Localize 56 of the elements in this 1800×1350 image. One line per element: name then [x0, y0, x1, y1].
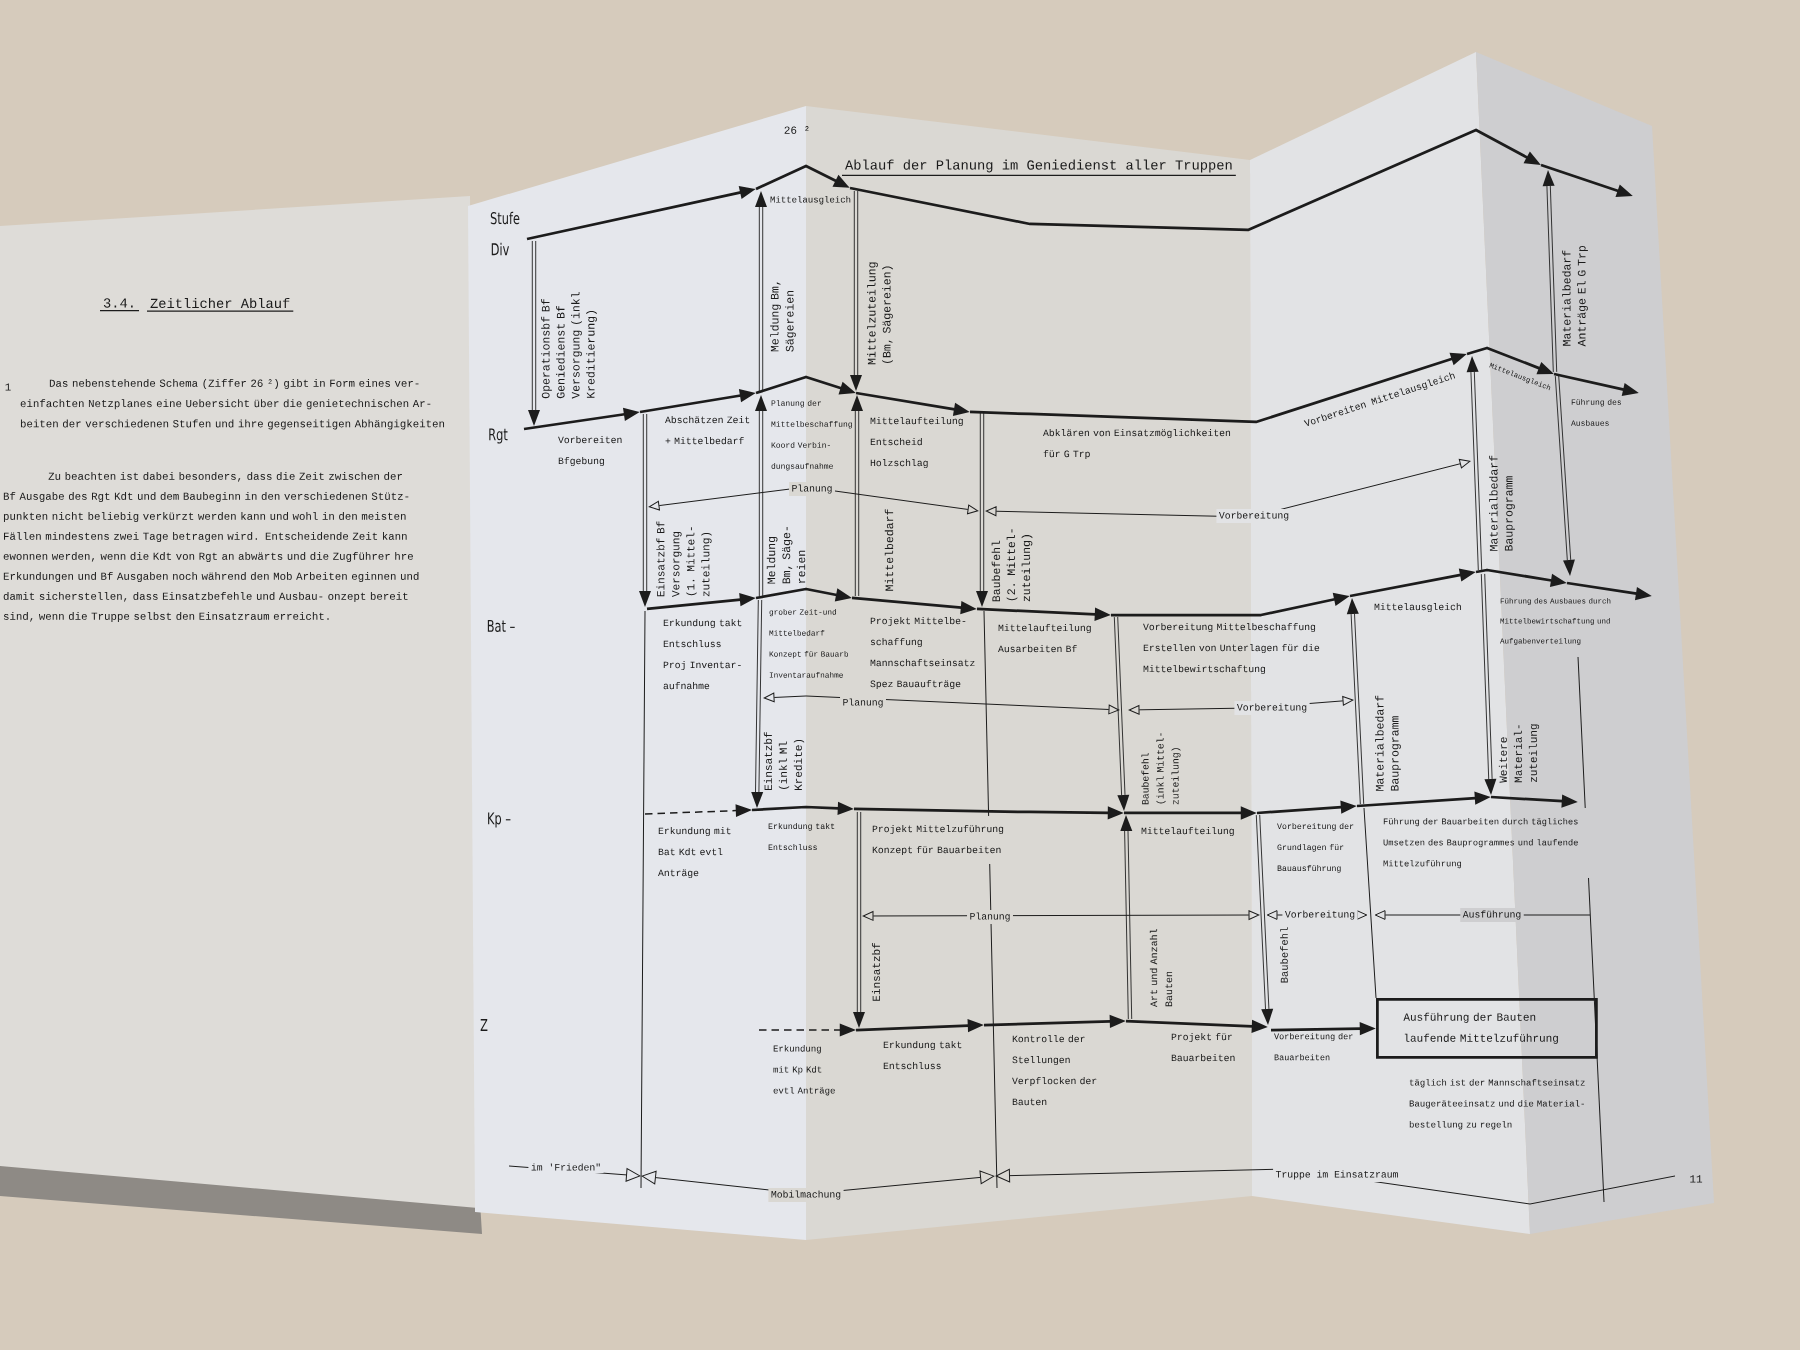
- message-label: Materialbedarf Bauprogramm: [1375, 695, 1401, 791]
- activity-label: Projekt Mittelzuführung Konzept für Bauarbeiten: [872, 825, 1004, 856]
- activity-label: Erkundung takt Entschluss: [768, 823, 835, 851]
- message-label: Mittelbedarf: [884, 509, 894, 591]
- message-label: Einsatzbf: [871, 943, 881, 1001]
- level-label: Z: [480, 1019, 488, 1031]
- activity-label: Mittelausgleich: [1374, 603, 1461, 613]
- page-number: 11: [1690, 1175, 1703, 1183]
- level-label: Bat –: [487, 619, 515, 633]
- message-label: Mittelzuteilung (Bm, Sägereien): [867, 262, 893, 365]
- activity-label: Planung der Mittelbeschaffung Koord Verbin- dungsaufnahme: [771, 400, 852, 471]
- activity-label: Führung der Bauarbeiten durch tägliches Umsetzen des Bauprogrammes und laufende Mittelzuführung: [1383, 818, 1578, 869]
- level-label: Stufe: [490, 211, 520, 225]
- activity-label: Projekt Mittelbe- schaffung Mannschaftseinsatz Spez Bauaufträge: [870, 617, 975, 690]
- message-label: Operationsbf Bf Geniedienst Bf Versorgung (inkl Kreditierung): [541, 292, 597, 399]
- level-label: Kp –: [488, 812, 511, 828]
- activity-label: Vorbereitung der Bauarbeiten: [1274, 1033, 1353, 1061]
- message-label: Materialbedarf Bauprogramm: [1489, 455, 1515, 551]
- activity-label: Kontrolle der Stellungen Verpflocken der Bauten: [1012, 1035, 1097, 1106]
- activity-label: Erkundung mit Bat Kdt evtl Anträge: [658, 827, 731, 879]
- message-label: Einsatzbf (inkl Ml Kredite): [763, 732, 805, 790]
- activity-label: Mittelaufteilung: [1141, 827, 1234, 837]
- activity-label: Erkundung mit Kp Kdt evtl Anträge: [773, 1044, 835, 1096]
- activity-label: Vorbereiten Bfgebung: [558, 436, 622, 467]
- activity-label: Projekt für Bauarbeiten: [1171, 1033, 1235, 1062]
- activity-label: Mittelausgleich: [770, 195, 851, 205]
- message-label: Einsatzbf Bf Versorgung (1. Mittel- zuteilung): [656, 521, 712, 597]
- level-label: Div: [491, 242, 509, 256]
- activity-label: Mittelaufteilung Entscheid Holzschlag: [870, 417, 963, 469]
- paragraph: Das nebenstehende Schema (Ziffer 26 ²) gibt in Form eines ver- einfachten Netzplanes eine Uebersicht über die genietechnischen Ar- beiten der verschiedenen Stufen und ihre gegenseitigen Abhängigkeiten: [20, 379, 444, 430]
- activity-label: Vorbereitung Mittelbeschaffung Erstellen von Unterlagen für die Mittelbewirtschaftung: [1143, 623, 1320, 675]
- section-heading: Zeitlicher Ablauf: [146, 297, 294, 312]
- page-number: 26 ²: [784, 126, 809, 134]
- message-label: Meldung Bm, Säge- reien: [766, 527, 806, 584]
- activity-box: Ausführung der Bauten laufende Mittelzuführung: [1376, 998, 1598, 1059]
- section-number: 3.4.: [99, 298, 140, 312]
- activity-label: Vorbereitung der Grundlagen für Bauausführung: [1277, 823, 1354, 873]
- diagram-title: Ablauf der Planung im Geniedienst aller Truppen: [841, 159, 1237, 177]
- paragraph: Zu beachten ist dabei besonders, dass die Zeit zwischen der Bf Ausgabe des Rgt Kdt und dem Baubeginn in den verschiedenen Stütz- punkten nicht beliebig verkürzt werden kann und wohl in den meisten Fällen mindestens zwei Tage betragen wird. Entscheidende Zeit kann ewonnen werden, wenn die Kdt von Rgt an abwärts und die Zugführer hre Erkundungen und Bf Ausgaben noch während den Mob Arbeiten eginnen und damit sicherstellen, dass Einsatzbefehle und Ausbau- onzept bereit sind, wenn die Truppe selbst den Einsatzraum erreicht.: [3, 472, 419, 622]
- message-label: Materialbedarf Anträge El G Trp: [1562, 246, 1588, 347]
- message-label: Weitere Material- zuteilung: [1498, 724, 1540, 783]
- message-label: Art und Anzahl Bauten: [1149, 928, 1173, 1008]
- activity-label: Mittelaufteilung Ausarbeiten Bf: [998, 624, 1091, 653]
- level-label: Rgt: [489, 428, 508, 444]
- boundary-line: [1363, 807, 1377, 999]
- activity-label: Abklären von Einsatzmöglichkeiten für G Trp: [1043, 429, 1230, 460]
- margin-number: 1: [5, 383, 11, 391]
- message-label: Meldung Bm, Sägereien: [770, 282, 796, 352]
- activity-label: Erkundung takt Entschluss: [883, 1041, 962, 1070]
- note-text: täglich ist der Mannschaftseinsatz Baugeräteeinsatz und die Material- bestellung zu regeln: [1409, 1078, 1585, 1130]
- activity-label: Abschätzen Zeit + Mittelbedarf: [665, 416, 750, 445]
- message-label: Baubefehl: [1280, 927, 1288, 983]
- activity-label: Erkundung takt Entschluss Proj Inventar- aufnahme: [663, 619, 742, 690]
- activity-label: Führung des Ausbaues: [1571, 399, 1622, 426]
- message-label: Baubefehl (inkl Mittel- zuteilung): [1141, 733, 1181, 805]
- message-label: Baubefehl (2. Mittel- zuteilung): [991, 529, 1033, 602]
